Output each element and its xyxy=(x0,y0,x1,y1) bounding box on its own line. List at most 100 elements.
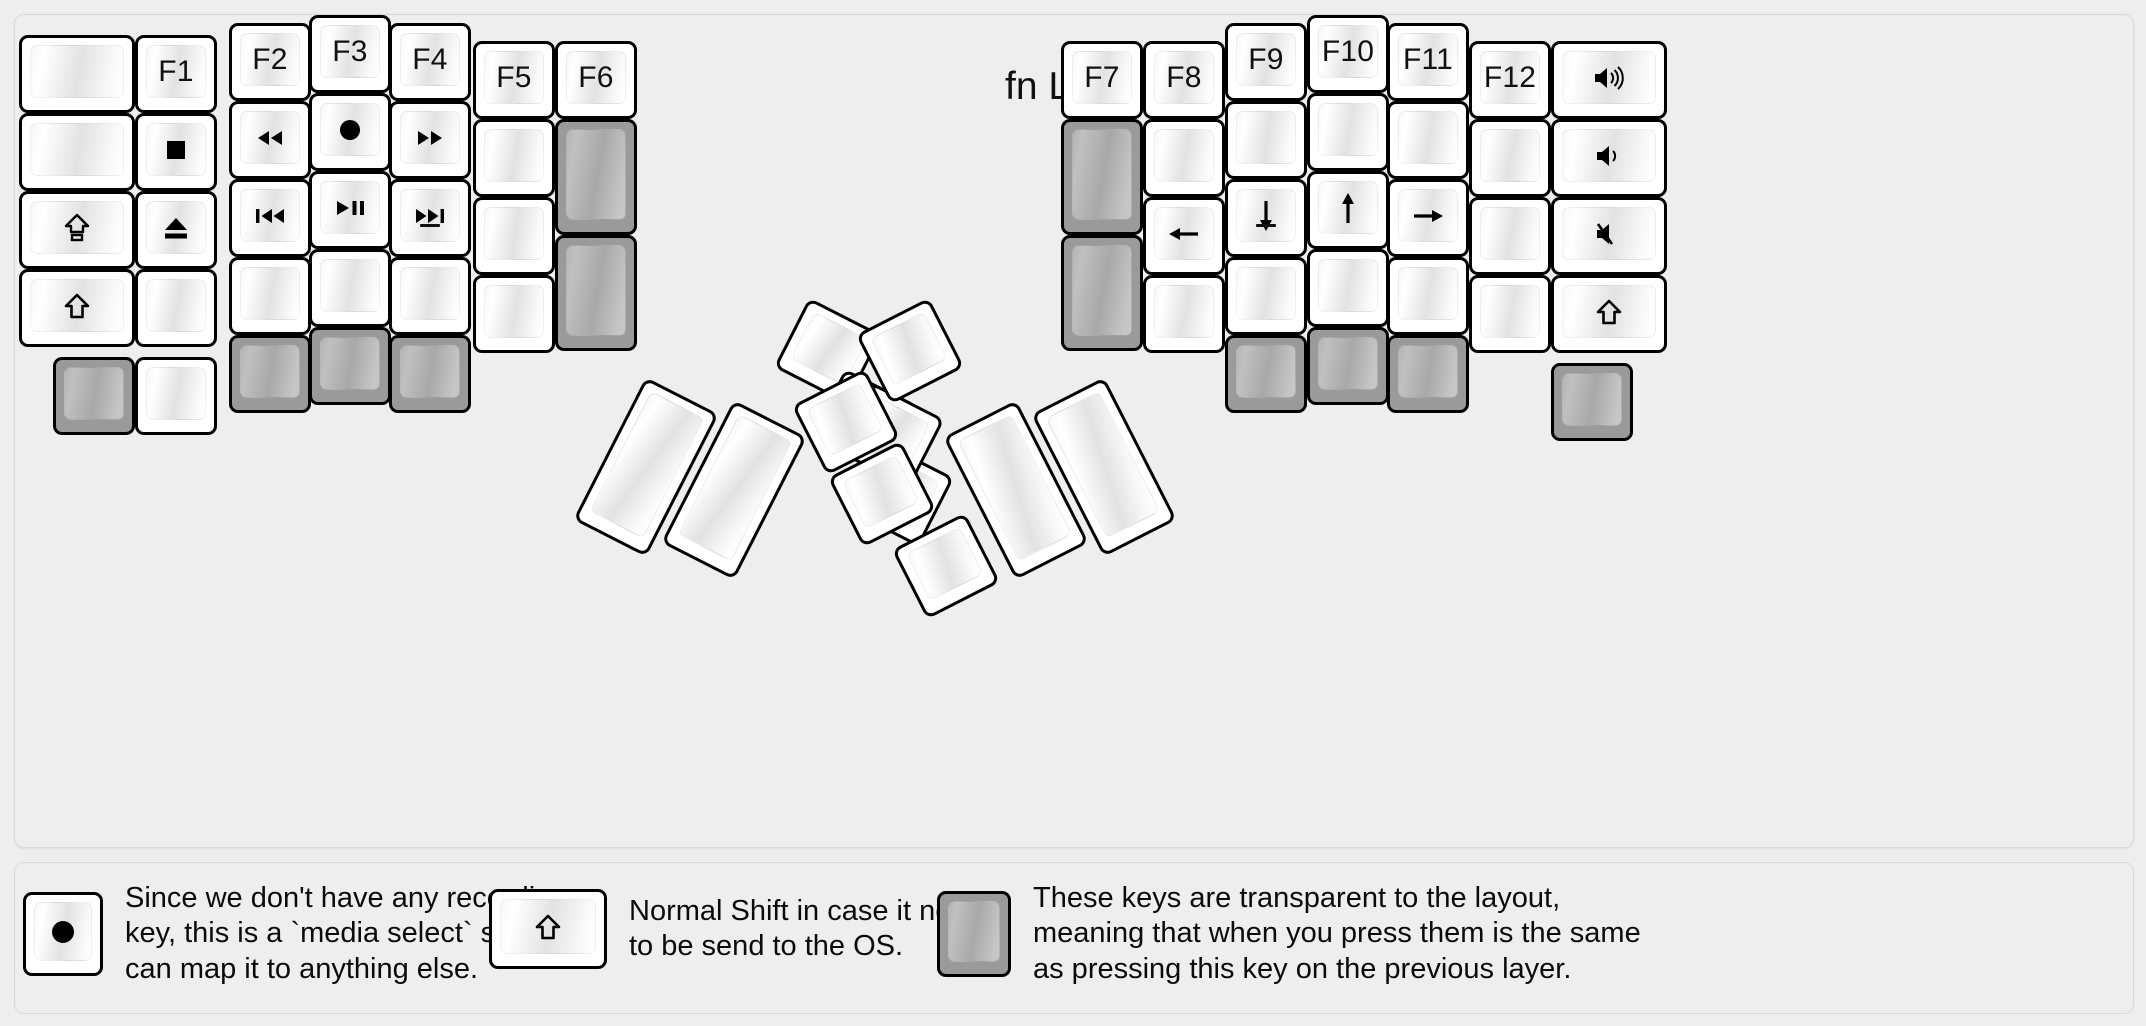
key-right-c5-r2[interactable] xyxy=(1387,101,1469,179)
key-right-c1-r3-transparent[interactable] xyxy=(1061,235,1143,351)
keycap-face xyxy=(1318,337,1378,390)
key-left-c5-r5-transparent[interactable] xyxy=(389,335,471,413)
legend-bar: Since we don't have any recording key, t… xyxy=(14,862,2134,1014)
key-right-c2-r3-arrow-left[interactable] xyxy=(1143,197,1225,275)
media-fast-forward-icon xyxy=(415,128,445,148)
key-left-c4-r5-transparent[interactable] xyxy=(309,327,391,405)
keycap-face xyxy=(1154,207,1214,260)
keycap-face xyxy=(1318,259,1378,312)
keycap-face xyxy=(1398,267,1458,320)
key-right-c7-r4-shift[interactable] xyxy=(1551,275,1667,353)
arrow-down-icon xyxy=(1255,199,1277,233)
key-right-c3-r4[interactable] xyxy=(1225,257,1307,335)
key-right-c2-r1-f8[interactable]: F8 xyxy=(1143,41,1225,119)
shift-icon xyxy=(535,913,561,941)
arrow-right-icon xyxy=(1411,205,1445,227)
key-right-c5-r1-f11[interactable]: F11 xyxy=(1387,23,1469,101)
keycap-face xyxy=(146,123,206,176)
key-left-c2-r4[interactable] xyxy=(135,269,217,347)
key-right-c3-r1-f9[interactable]: F9 xyxy=(1225,23,1307,101)
key-left-c1-r1[interactable] xyxy=(19,35,135,113)
legend-key-transparent xyxy=(937,891,1011,978)
key-left-c6-r3[interactable] xyxy=(473,197,555,275)
key-left-c4-r4[interactable] xyxy=(309,249,391,327)
key-left-c2-r2-stop[interactable] xyxy=(135,113,217,191)
keycap-face xyxy=(1480,129,1540,182)
key-left-c5-r4[interactable] xyxy=(389,257,471,335)
key-left-c2-r3-eject[interactable] xyxy=(135,191,217,269)
key-right-c2-r4[interactable] xyxy=(1143,275,1225,353)
keycap-face xyxy=(240,111,300,164)
key-left-c3-r2-rewind[interactable] xyxy=(229,101,311,179)
key-right-c1-r1-f7[interactable]: F7 xyxy=(1061,41,1143,119)
keycap-face xyxy=(1154,285,1214,338)
legend-key-shift xyxy=(489,889,607,969)
key-right-c4-r3-arrow-up[interactable] xyxy=(1307,171,1389,249)
key-left-c5-r1-f4[interactable]: F4 xyxy=(389,23,471,101)
key-right-c4-r5-transparent[interactable] xyxy=(1307,327,1389,405)
key-left-c3-r3-previous[interactable] xyxy=(229,179,311,257)
key-right-c6-r3[interactable] xyxy=(1469,197,1551,275)
legend-item-transparent: These keys are transparent to the layout… xyxy=(937,881,1641,987)
key-left-c2-r5[interactable] xyxy=(135,357,217,435)
key-right-c5-r5-transparent[interactable] xyxy=(1387,335,1469,413)
key-left-c6-r1-f5[interactable]: F5 xyxy=(473,41,555,119)
key-left-c3-r1-f2[interactable]: F2 xyxy=(229,23,311,101)
keycap-face xyxy=(146,279,206,332)
keycap-face: F1 xyxy=(146,45,206,98)
key-right-c4-r2[interactable] xyxy=(1307,93,1389,171)
keycap-face xyxy=(320,337,380,390)
keycap-face xyxy=(320,181,380,234)
key-right-c7-r2-volume-down[interactable] xyxy=(1551,119,1667,197)
key-left-c4-r2-record[interactable] xyxy=(309,93,391,171)
key-left-c5-r3-next[interactable] xyxy=(389,179,471,257)
key-right-c4-r1-f10[interactable]: F10 xyxy=(1307,15,1389,93)
key-right-c6-r2[interactable] xyxy=(1469,119,1551,197)
key-left-c7-r3-transparent[interactable] xyxy=(555,235,637,351)
keycap-face: F8 xyxy=(1154,51,1214,104)
key-right-c3-r3-arrow-down[interactable] xyxy=(1225,179,1307,257)
key-left-c4-r3-play-pause[interactable] xyxy=(309,171,391,249)
key-left-c7-r2-transparent[interactable] xyxy=(555,119,637,235)
keycap-face xyxy=(1236,267,1296,320)
key-left-c1-r2[interactable] xyxy=(19,113,135,191)
key-right-c5-r4[interactable] xyxy=(1387,257,1469,335)
keycap-face xyxy=(30,201,124,254)
key-left-c7-r1-f6[interactable]: F6 xyxy=(555,41,637,119)
key-right-c3-r2[interactable] xyxy=(1225,101,1307,179)
key-right-c7-r3-volume-mute[interactable] xyxy=(1551,197,1667,275)
media-eject-icon xyxy=(163,215,189,241)
key-label: F6 xyxy=(578,60,614,94)
key-left-c2-r1-f1[interactable]: F1 xyxy=(135,35,217,113)
key-right-c5-r3-arrow-right[interactable] xyxy=(1387,179,1469,257)
key-left-c6-r2[interactable] xyxy=(473,119,555,197)
key-left-c3-r5-transparent[interactable] xyxy=(229,335,311,413)
key-right-c6-r1-f12[interactable]: F12 xyxy=(1469,41,1551,119)
volume-up-icon xyxy=(1592,65,1626,91)
keycap-face xyxy=(1562,51,1656,104)
legend-key-record xyxy=(23,892,103,977)
key-right-c3-r5-transparent[interactable] xyxy=(1225,335,1307,413)
key-left-c5-r2-fast-forward[interactable] xyxy=(389,101,471,179)
keycap-face xyxy=(1072,245,1132,336)
key-right-c7-r5-transparent[interactable] xyxy=(1551,363,1633,441)
key-right-c6-r4[interactable] xyxy=(1469,275,1551,353)
key-right-c1-r2-transparent[interactable] xyxy=(1061,119,1143,235)
key-right-c4-r4[interactable] xyxy=(1307,249,1389,327)
key-right-c2-r2[interactable] xyxy=(1143,119,1225,197)
key-right-thumb-4[interactable] xyxy=(891,512,1001,620)
legend-text: Since we don't have any recording key, t… xyxy=(125,882,576,985)
key-left-c3-r4[interactable] xyxy=(229,257,311,335)
keycap-face xyxy=(320,103,380,156)
key-left-c1-r3-capslock[interactable] xyxy=(19,191,135,269)
key-left-c6-r4[interactable] xyxy=(473,275,555,353)
key-right-c7-r1-volume-up[interactable] xyxy=(1551,41,1667,119)
key-left-c1-r5-transparent[interactable] xyxy=(53,357,135,435)
arrow-left-icon xyxy=(1167,223,1201,245)
keycap-face xyxy=(1236,189,1296,242)
key-left-c4-r1-f3[interactable]: F3 xyxy=(309,15,391,93)
keycap-face xyxy=(484,129,544,182)
keycap-face xyxy=(806,382,884,458)
key-left-c1-r4-shift[interactable] xyxy=(19,269,135,347)
